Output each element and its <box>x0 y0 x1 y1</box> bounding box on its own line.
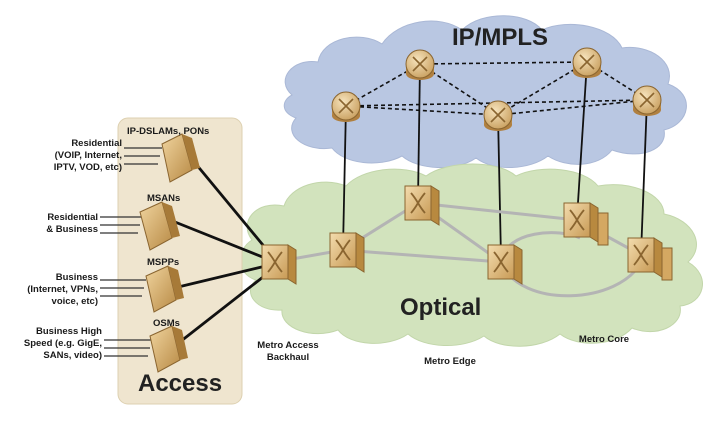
optical-switch-icon <box>329 232 365 273</box>
access-device-osm <box>149 325 188 373</box>
access-device-mspp <box>145 265 184 313</box>
optical-switch-icon <box>627 237 673 281</box>
metro-core-label: Metro Core <box>578 334 630 345</box>
access-label: Access <box>138 370 223 397</box>
optical-switch-icon <box>404 185 440 226</box>
metro-edge-label: Metro Edge <box>424 356 476 367</box>
access-box <box>117 117 243 405</box>
group-label-osm: OSMs <box>153 318 180 329</box>
customer-feeds <box>100 147 162 357</box>
optical-switch-icon <box>261 244 297 285</box>
customer-label-business-high: Business High Speed (e.g. GigE, SANs, vi… <box>23 326 102 361</box>
optical-label: Optical <box>400 294 482 321</box>
customer-label-residential: Residential (VOIP, Internet, IPTV, VOD, … <box>53 138 122 173</box>
router-icon <box>632 85 662 116</box>
router-icon <box>483 100 513 131</box>
group-label-msan: MSANs <box>147 193 181 204</box>
router-icon <box>331 91 361 122</box>
access-links <box>169 151 274 347</box>
customer-label-res-business: Residential & Business <box>46 212 98 235</box>
vertical-links <box>342 61 648 259</box>
optical-switch-icon <box>487 244 523 285</box>
access-device-dslam <box>161 133 200 183</box>
group-label-mspp: MSPPs <box>147 257 180 268</box>
router-icon <box>405 49 435 80</box>
router-icon <box>572 47 602 78</box>
metro-access-backhaul-label: Metro Access Backhaul <box>257 340 319 363</box>
access-device-msan <box>139 201 180 251</box>
optical-switch-icon <box>563 202 609 246</box>
group-label-dslam: IP-DSLAMs, PONs <box>127 126 210 137</box>
ip-mpls-label: IP/MPLS <box>452 24 549 51</box>
customer-label-business: Business (Internet, VPNs, voice, etc) <box>27 272 98 307</box>
